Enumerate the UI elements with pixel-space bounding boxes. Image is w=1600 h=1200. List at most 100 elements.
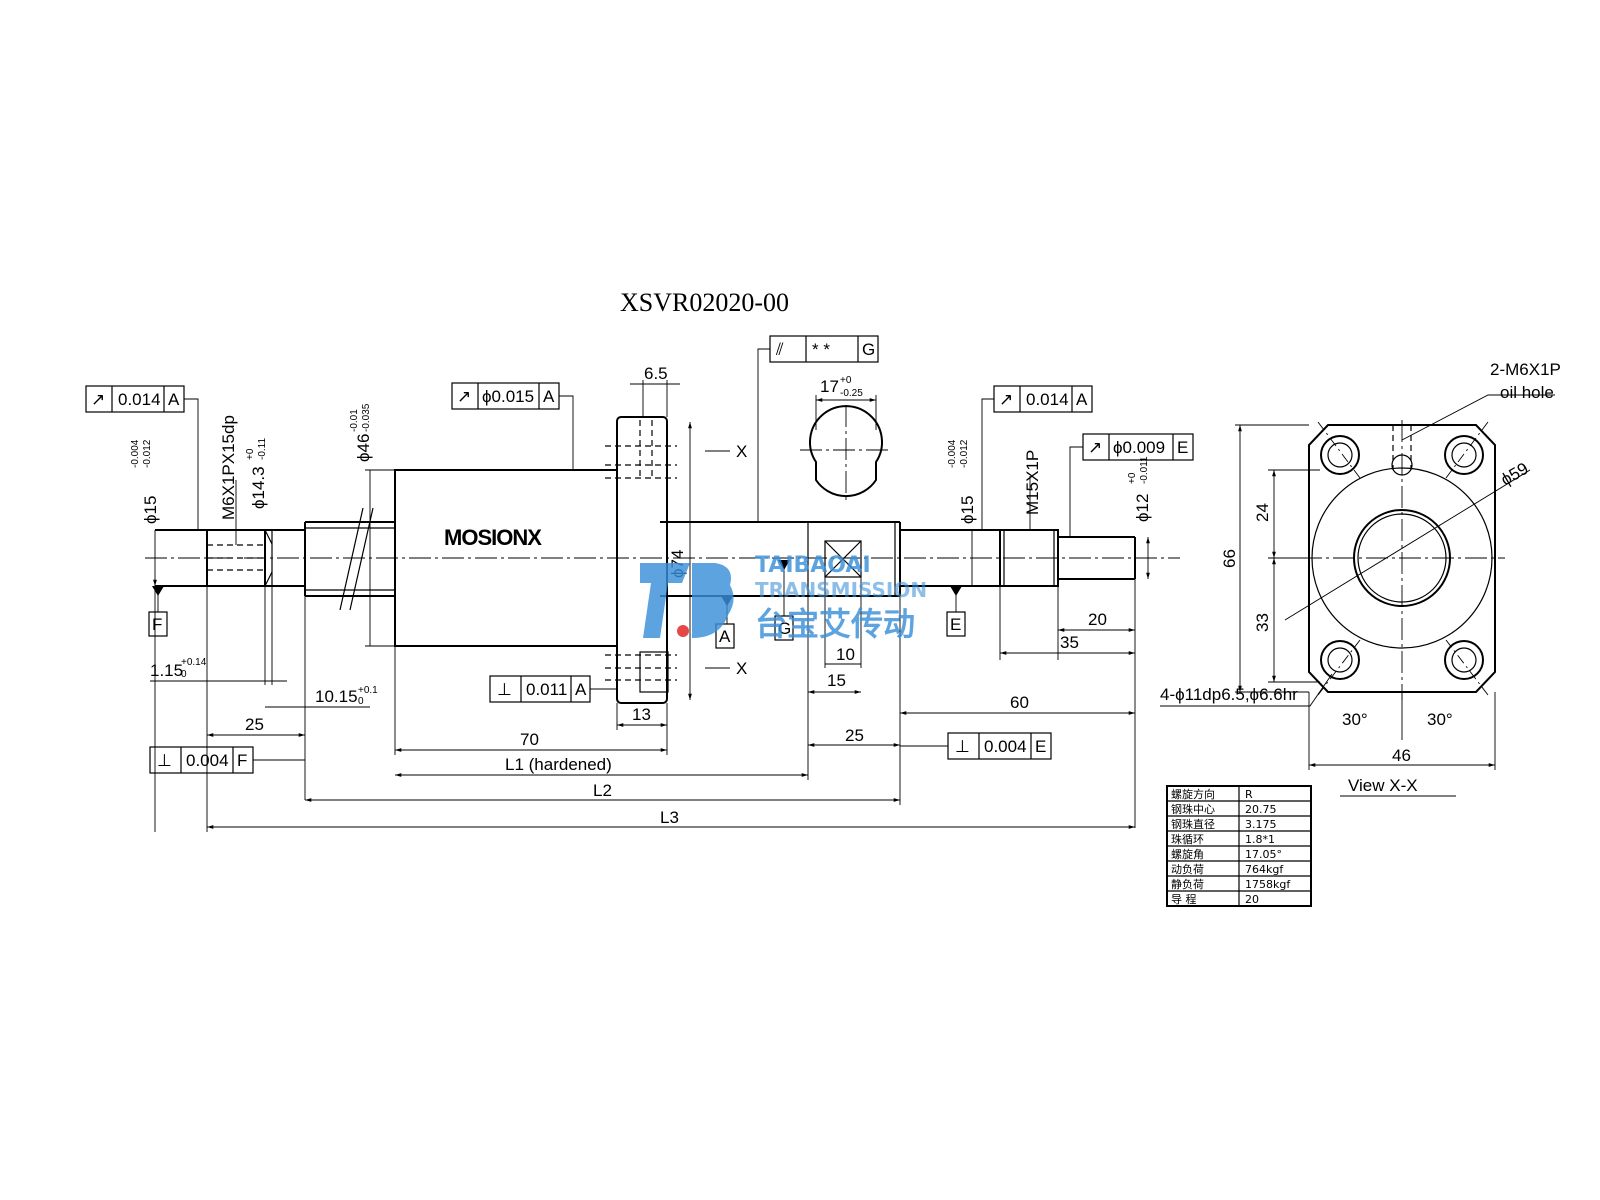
watermark: TAIBAOAI TRANSMISSION 台宝艾传动 [640,553,927,643]
spec-table-value: 764kgf [1245,863,1284,876]
flange-end-view [1300,420,1505,700]
datum-G: G [774,560,794,641]
svg-text:L1 (hardened): L1 (hardened) [505,755,612,774]
svg-text:ϕ15: ϕ15 [958,496,977,524]
svg-text:70: 70 [520,730,539,749]
svg-text:24: 24 [1253,503,1272,522]
svg-text:L3: L3 [660,808,679,827]
drawing-title: XSVR02020-00 [620,288,789,317]
watermark-line2: TRANSMISSION [755,578,927,602]
spec-table-value: 1758kgf [1245,878,1291,891]
svg-text:20: 20 [1088,610,1107,629]
svg-text:ϕ0.015: ϕ0.015 [482,387,534,406]
watermark-cn: 台宝艾传动 [755,605,915,643]
spec-table-value: 1.8*1 [1245,833,1275,846]
svg-text:+0.14: +0.14 [181,657,207,668]
svg-text:-0.012: -0.012 [142,439,153,468]
nut-flange [605,416,677,704]
svg-text:⊥: ⊥ [157,751,172,770]
svg-text:2-M6X1P: 2-M6X1P [1490,360,1561,379]
svg-text:0: 0 [181,669,187,680]
watermark-line1: TAIBAOAI [755,553,871,578]
spec-table-key: 静负荷 [1171,877,1204,891]
svg-text:0.004: 0.004 [186,751,229,770]
svg-text:46: 46 [1392,746,1411,765]
svg-text:+0.1: +0.1 [358,685,378,696]
svg-text:G: G [862,340,875,359]
svg-text:-0.012: -0.012 [959,439,970,468]
svg-text:0.004: 0.004 [984,737,1027,756]
fcf-flange-perp: ⊥ 0.011 A [489,675,617,703]
svg-text:ϕ12: ϕ12 [1133,494,1152,522]
fcf-nut-runout: ↗ ϕ0.015 A [451,382,574,470]
svg-text:E: E [1035,737,1046,756]
svg-text:-0.25: -0.25 [840,388,863,399]
svg-text:0.014: 0.014 [118,390,161,409]
svg-text:15: 15 [827,671,846,690]
svg-text:ϕ59: ϕ59 [1498,459,1532,490]
svg-text:A: A [575,680,587,699]
svg-text:30°: 30° [1342,710,1368,729]
svg-text:0.011: 0.011 [526,680,567,699]
section-x-markers: X X ϕ74 [668,422,747,700]
svg-text:25: 25 [245,715,264,734]
flat-section: 17 +0 -0.25 [800,375,892,500]
svg-text:↗: ↗ [457,387,471,406]
svg-text:A: A [1076,390,1088,409]
svg-text:13: 13 [632,705,651,724]
svg-text:+0: +0 [1127,472,1138,484]
svg-text:ϕ14.3: ϕ14.3 [249,466,268,509]
svg-text:66: 66 [1220,549,1239,568]
spec-table-key: 螺旋角 [1171,847,1204,861]
view-label: View X-X [1348,776,1418,795]
svg-text:oil hole: oil hole [1500,383,1554,402]
svg-text:4-ϕ11dp6.5,ϕ6.6hr: 4-ϕ11dp6.5,ϕ6.6hr [1160,685,1298,704]
svg-text:-0.01: -0.01 [349,409,360,432]
svg-text:25: 25 [845,726,864,745]
right-journal [900,529,1136,587]
svg-text:E: E [1177,438,1188,457]
svg-text:L2: L2 [593,781,612,800]
svg-text:* *: * * [812,340,830,359]
spec-table-key: 导 程 [1171,893,1197,906]
svg-text:G: G [778,619,791,638]
svg-text:F: F [152,615,162,634]
x-marker-bottom: X [736,659,747,678]
svg-text:0: 0 [358,696,364,707]
spec-table-key: 螺旋方向 [1171,787,1215,801]
svg-text:A: A [543,387,555,406]
spec-table-value: 3.175 [1245,818,1277,831]
svg-text:↗: ↗ [91,390,105,409]
svg-text:A: A [168,390,180,409]
svg-text:-0.035: -0.035 [361,403,372,432]
fcf-right-runout: ↗ 0.014 A [981,385,1093,530]
svg-text:10.15: 10.15 [315,687,358,706]
svg-text:⊥: ⊥ [955,737,970,756]
spec-table-value: 20.75 [1245,803,1277,816]
svg-text:+0: +0 [840,375,852,386]
svg-text:-0.004: -0.004 [947,439,958,468]
svg-text:+0: +0 [245,448,256,460]
svg-text:M6X1PX15dp: M6X1PX15dp [219,415,238,520]
svg-text:⊥: ⊥ [497,680,512,699]
svg-text:0.014: 0.014 [1026,390,1069,409]
x-marker-top: X [736,442,747,461]
svg-text:30°: 30° [1427,710,1453,729]
spec-table-key: 钢珠中心 [1171,802,1215,816]
spec-table-key: 钢珠直径 [1171,817,1215,831]
svg-text:ϕ46: ϕ46 [354,434,373,462]
svg-text:⫽: ⫽ [775,340,784,359]
fcf-flat-tol: ⫽ * * G [757,335,879,522]
svg-text:-0.11: -0.11 [257,438,268,460]
svg-text:E: E [950,615,961,634]
datum-E: E [946,586,966,637]
flat-dim-label: 17 [820,377,839,396]
svg-text:F: F [237,751,247,770]
svg-text:-0.011: -0.011 [1139,456,1150,484]
svg-text:A: A [719,627,731,646]
dimensions-main: ϕ15 -0.004 -0.012 M6X1PX15dp ϕ14.3 +0 -0… [130,364,1152,832]
svg-text:35: 35 [1060,633,1079,652]
datum-F: F [148,586,168,637]
brand-logo: MOSIONX [444,525,542,550]
